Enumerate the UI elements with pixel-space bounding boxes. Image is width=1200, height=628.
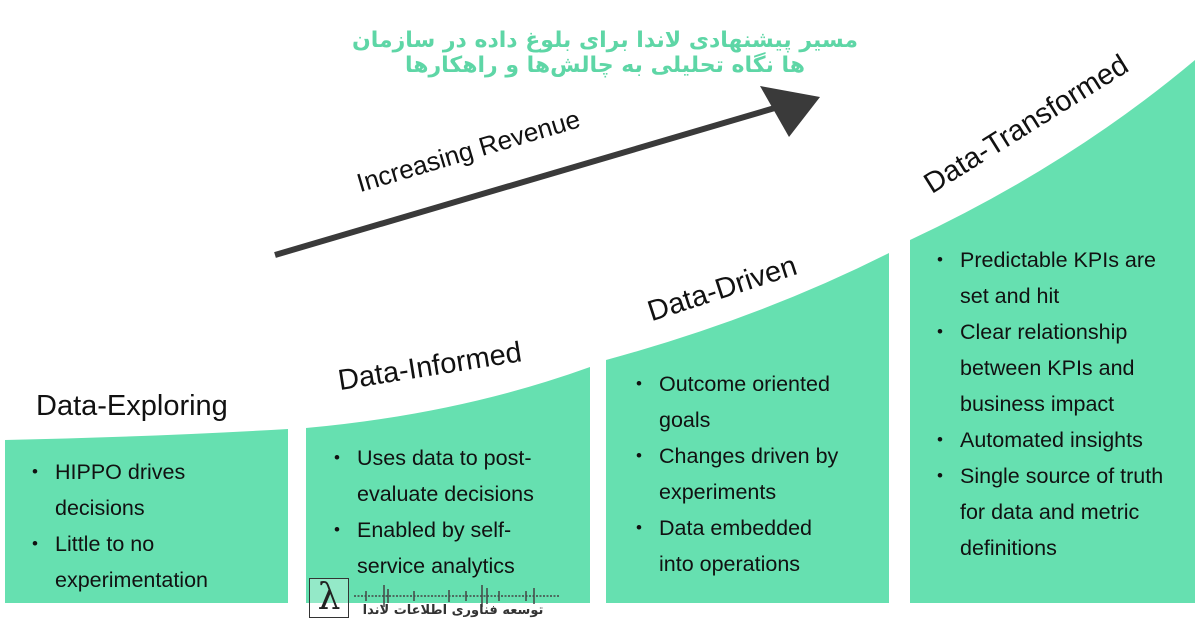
stage-bullets-exploring: HIPPO drives decisions Little to no expe… <box>30 454 280 598</box>
bullet-item: Changes driven by experiments <box>634 438 874 510</box>
stage-bullets-informed: Uses data to post-evaluate decisions Ena… <box>332 440 587 584</box>
bullet-item: Enabled by self-service analytics <box>332 512 572 584</box>
increasing-revenue-arrow-icon <box>274 86 820 258</box>
landa-logo: λ توسعه فناوری اطلاعات لاندا <box>308 577 559 623</box>
lambda-icon: λ <box>309 578 349 618</box>
bullet-item: Single source of truth for data and metr… <box>935 458 1170 566</box>
logo-text: توسعه فناوری اطلاعات لاندا <box>362 603 544 618</box>
bullet-item: Clear relationship between KPIs and busi… <box>935 314 1165 422</box>
title-line-1: مسیر پیشنهادی لاندا برای بلوغ داده در سا… <box>351 28 859 53</box>
bullet-item: Little to no experimentation <box>30 526 235 598</box>
bullet-item: Data embedded into operations <box>634 510 849 582</box>
title-line-2: ها نگاه تحلیلی به چالش‌ها و راهکارها <box>404 53 806 78</box>
stage-bullets-driven: Outcome oriented goals Changes driven by… <box>634 366 884 582</box>
bullet-item: Automated insights <box>935 422 1190 458</box>
bullet-item: Predictable KPIs are set and hit <box>935 242 1160 314</box>
bullet-item: Outcome oriented goals <box>634 366 871 438</box>
page-title: مسیر پیشنهادی لاندا برای بلوغ داده در سا… <box>290 28 920 78</box>
bullet-item: Uses data to post-evaluate decisions <box>332 440 572 512</box>
bullet-item: HIPPO drives decisions <box>30 454 215 526</box>
stage-bullets-transformed: Predictable KPIs are set and hit Clear r… <box>935 242 1195 566</box>
stage-title-exploring: Data-Exploring <box>36 390 228 422</box>
soundwave-icon <box>354 585 559 607</box>
